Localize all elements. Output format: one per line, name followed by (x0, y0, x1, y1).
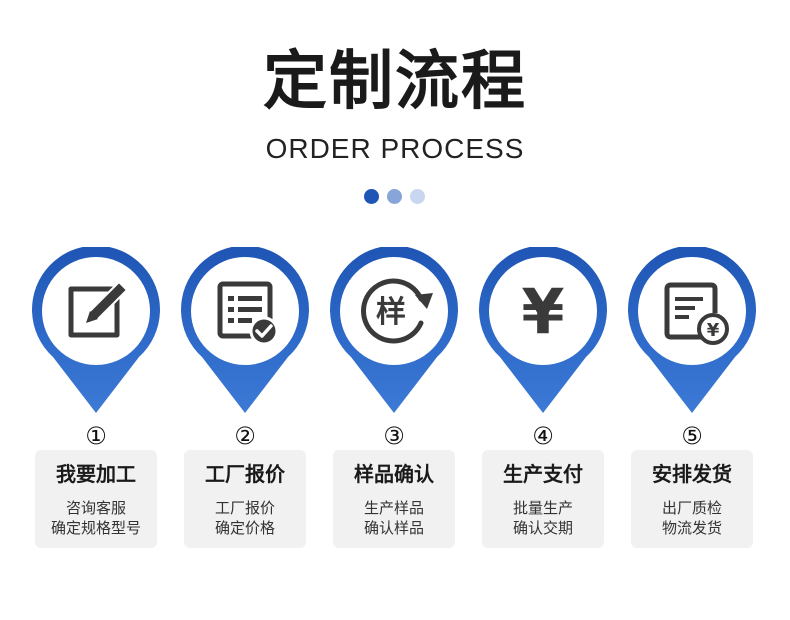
step-4: ¥ ④ 生产支付 批量生产 确认交期 (478, 247, 608, 557)
step-number: ⑤ (681, 422, 703, 450)
step-2: ② 工厂报价 工厂报价 确定价格 (180, 247, 310, 557)
sample-icon: 样 (361, 278, 433, 344)
page-title: 定制流程 (263, 45, 527, 119)
step-card: 我要加工 咨询客服 确定规格型号 (35, 450, 157, 548)
step-number: ① (85, 422, 107, 450)
svg-text:¥: ¥ (707, 320, 720, 341)
step-card: 安排发货 出厂质检 物流发货 (631, 450, 753, 548)
step-desc-1: 出厂质检 (661, 499, 722, 517)
step-3: 样 ③ 样品确认 生产样品 确认样品 (329, 247, 459, 557)
step-number: ② (234, 422, 256, 450)
step-title: 我要加工 (56, 462, 136, 486)
step-desc-2: 确认样品 (363, 519, 424, 537)
page-subtitle: ORDER PROCESS (265, 133, 525, 164)
step-desc-2: 确定规格型号 (50, 519, 141, 537)
svg-text:样: 样 (376, 295, 406, 330)
svg-text:¥: ¥ (521, 275, 564, 348)
dot-2 (387, 189, 402, 204)
step-title: 生产支付 (503, 462, 583, 486)
step-desc-2: 物流发货 (661, 519, 722, 537)
dot-1 (364, 189, 379, 204)
pin-marker (181, 247, 309, 413)
pin-marker: ¥ (479, 247, 607, 413)
step-desc-2: 确定价格 (214, 519, 275, 537)
step-desc-1: 咨询客服 (65, 499, 126, 517)
step-desc-1: 生产样品 (363, 499, 424, 517)
step-5: ¥ ⑤ 安排发货 出厂质检 物流发货 (627, 247, 757, 557)
step-title: 样品确认 (354, 462, 434, 486)
pin-marker: 样 (330, 247, 458, 413)
edit-icon (68, 281, 128, 338)
step-number: ④ (532, 422, 554, 450)
step-number: ③ (383, 422, 405, 450)
step-title: 安排发货 (652, 462, 732, 486)
step-title: 工厂报价 (205, 462, 285, 486)
pin-marker: ¥ (628, 247, 756, 413)
pin-marker (32, 247, 160, 413)
step-desc-2: 确认交期 (512, 519, 573, 537)
checklist-icon (217, 281, 279, 346)
step-card: 工厂报价 工厂报价 确定价格 (184, 450, 306, 548)
step-desc-1: 批量生产 (512, 499, 573, 517)
yen-icon: ¥ (521, 275, 564, 348)
invoice-icon: ¥ (664, 282, 729, 345)
step-1: ① 我要加工 咨询客服 确定规格型号 (31, 247, 161, 557)
dot-3 (410, 189, 425, 204)
step-card: 生产支付 批量生产 确认交期 (482, 450, 604, 548)
step-desc-1: 工厂报价 (214, 499, 275, 517)
step-card: 样品确认 生产样品 确认样品 (333, 450, 455, 548)
